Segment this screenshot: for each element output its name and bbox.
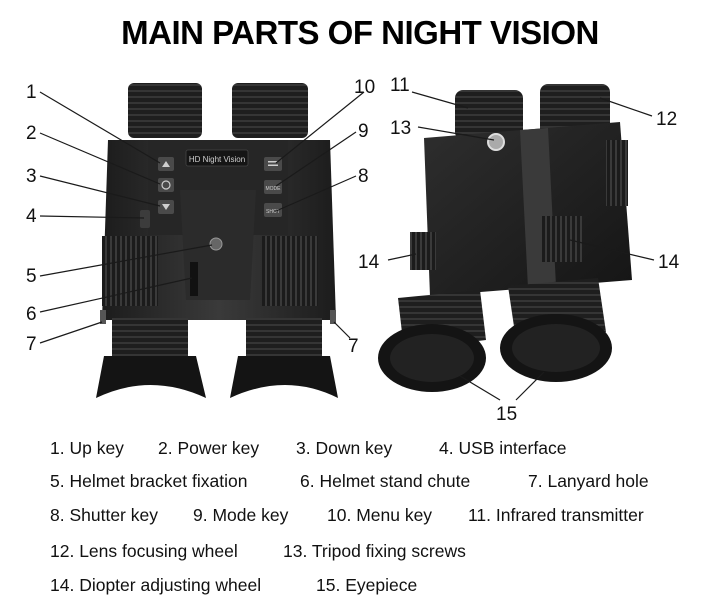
left-eyecup xyxy=(96,356,206,398)
callout-9: 9 xyxy=(358,121,369,142)
leader-15b xyxy=(515,371,545,401)
left-side-grip xyxy=(102,236,158,306)
callout-12: 12 xyxy=(656,109,677,130)
front-view-device: HD Night Vision MODE SHOT xyxy=(96,83,338,398)
night-vision-diagram: HD Night Vision MODE SHOT xyxy=(26,75,680,425)
callout-5: 5 xyxy=(26,266,37,287)
device-label-plate xyxy=(185,149,249,167)
leader-1 xyxy=(39,91,161,164)
leader-lines xyxy=(39,91,655,401)
legend-item: 11. Infrared transmitter xyxy=(468,505,644,525)
right-side-grip xyxy=(262,236,318,306)
power-icon xyxy=(161,180,171,190)
legend-item: 2. Power key xyxy=(158,438,260,458)
legend-item: 8. Shutter key xyxy=(50,505,158,525)
leader-3 xyxy=(39,175,161,207)
callout-10: 10 xyxy=(354,77,375,98)
up-arrow-icon xyxy=(162,161,170,167)
rear-objective-right xyxy=(540,84,610,136)
legend-item: 14. Diopter adjusting wheel xyxy=(50,575,262,595)
rear-view-device xyxy=(378,84,632,392)
leader-5 xyxy=(39,244,213,277)
helmet-bracket-screw xyxy=(209,237,223,251)
rear-eyecup-right-inner xyxy=(512,324,600,372)
leader-9 xyxy=(275,131,357,187)
legend-row-5: 14. Diopter adjusting wheel 15. Eyepiece xyxy=(0,575,720,603)
legend-item: 7. Lanyard hole xyxy=(528,471,649,491)
diopter-wheel-right[interactable] xyxy=(542,216,582,262)
lanyard-hole-right xyxy=(330,310,336,324)
callout-14-left: 14 xyxy=(358,252,380,273)
legend-item: 9. Mode key xyxy=(193,505,289,525)
callout-13: 13 xyxy=(390,118,411,139)
leader-14a xyxy=(387,253,417,261)
legend-item: 6. Helmet stand chute xyxy=(300,471,471,491)
menu-key[interactable] xyxy=(264,157,282,171)
tripod-screw xyxy=(487,133,505,151)
callout-7-left: 7 xyxy=(26,334,37,355)
leader-12 xyxy=(599,97,653,117)
usb-interface[interactable] xyxy=(140,210,150,228)
callout-15: 15 xyxy=(496,404,517,425)
page-title: MAIN PARTS OF NIGHT VISION xyxy=(121,14,599,51)
leader-10 xyxy=(275,91,365,164)
rear-objective-left xyxy=(455,90,523,140)
callout-7-right: 7 xyxy=(348,336,359,357)
leader-14b xyxy=(569,239,655,261)
shutter-key-label: SHOT xyxy=(266,209,280,215)
right-eyecup xyxy=(230,356,338,398)
right-objective-barrel xyxy=(232,83,308,138)
helmet-stand-chute xyxy=(190,262,198,296)
left-eyepiece-barrel xyxy=(112,318,188,356)
left-objective-barrel xyxy=(128,83,202,138)
device-label: HD Night Vision xyxy=(189,155,245,164)
legend-item: 1. Up key xyxy=(50,438,124,458)
leader-7a xyxy=(39,321,103,344)
leader-8 xyxy=(275,175,357,212)
shutter-key[interactable] xyxy=(264,203,282,217)
side-vent xyxy=(606,140,628,206)
leader-2 xyxy=(39,132,161,185)
mode-key-label: MODE xyxy=(266,186,282,192)
menu-icon-line xyxy=(268,164,278,166)
diopter-wheel-left[interactable] xyxy=(410,232,436,270)
leader-13 xyxy=(417,126,495,141)
callout-2: 2 xyxy=(26,123,37,144)
down-arrow-icon xyxy=(162,204,170,210)
legend-row-3: 8. Shutter key 9. Mode key 10. Menu key … xyxy=(0,505,720,533)
callout-4: 4 xyxy=(26,206,37,227)
callout-3: 3 xyxy=(26,166,37,187)
callout-1: 1 xyxy=(26,82,37,103)
mode-key[interactable] xyxy=(264,180,282,194)
callout-6: 6 xyxy=(26,304,37,325)
legend-item: 15. Eyepiece xyxy=(316,575,418,595)
right-eyepiece-barrel xyxy=(246,318,322,356)
rear-eyecup-left-inner xyxy=(390,334,474,382)
leader-7b xyxy=(333,321,351,339)
leader-15a xyxy=(459,375,501,401)
legend-row-4: 12. Lens focusing wheel 13. Tripod fixin… xyxy=(0,541,720,569)
legend-item: 12. Lens focusing wheel xyxy=(50,541,238,561)
legend-row-2: 5. Helmet bracket fixation 6. Helmet sta… xyxy=(0,471,720,499)
callout-14-right: 14 xyxy=(658,252,680,273)
leader-11 xyxy=(411,91,469,109)
lanyard-hole-left xyxy=(100,310,106,324)
leader-6 xyxy=(39,277,193,313)
legend-item: 4. USB interface xyxy=(439,438,567,458)
menu-icon xyxy=(268,161,278,163)
legend-item: 10. Menu key xyxy=(327,505,433,525)
legend-row-1: 1. Up key 2. Power key 3. Down key 4. US… xyxy=(0,438,720,466)
callout-numbers: 1 2 3 4 5 6 7 7 8 9 10 11 12 13 14 14 15 xyxy=(26,75,680,425)
legend-item: 3. Down key xyxy=(296,438,393,458)
callout-11: 11 xyxy=(390,75,410,96)
power-key[interactable] xyxy=(158,178,174,192)
legend-item: 13. Tripod fixing screws xyxy=(283,541,466,561)
callout-8: 8 xyxy=(358,166,369,187)
leader-4 xyxy=(39,215,145,219)
legend-item: 5. Helmet bracket fixation xyxy=(50,471,248,491)
